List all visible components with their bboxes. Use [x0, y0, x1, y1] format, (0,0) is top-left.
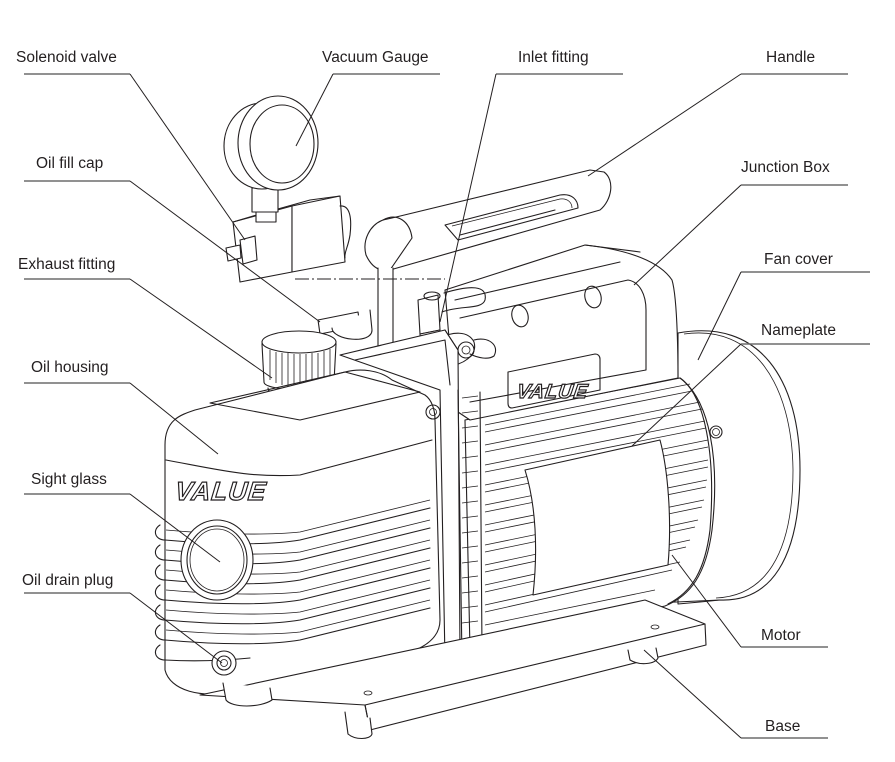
callout-oil-housing: Oil housing: [24, 359, 219, 455]
oil-drain-plug-part: [211, 650, 237, 676]
leader-line: [129, 493, 221, 563]
callout-label: Oil drain plug: [22, 572, 113, 589]
callout-sight-glass: Sight glass: [24, 471, 221, 563]
callout-motor: Motor: [671, 554, 828, 648]
callout-oil-fill-cap: Oil fill cap: [24, 155, 321, 323]
leader-line: [671, 554, 742, 648]
leader-line: [631, 343, 742, 447]
callout-inlet-fitting: Inlet fitting: [439, 49, 623, 323]
callout-label: Junction Box: [741, 159, 830, 176]
oil-housing-part: VALUE: [154, 369, 441, 695]
leader-line: [129, 592, 223, 664]
callout-oil-drain-plug: Oil drain plug: [22, 572, 223, 664]
callout-label: Fan cover: [764, 251, 833, 268]
callout-junction-box: Junction Box: [633, 159, 848, 286]
callout-label: Inlet fitting: [518, 49, 589, 66]
leader-line: [587, 73, 742, 177]
leader-line: [697, 271, 742, 361]
callout-base: Base: [643, 649, 828, 739]
brand-logo-junction-box: VALUE: [515, 381, 589, 403]
callout-label: Exhaust fitting: [18, 256, 115, 273]
pump-illustration: VALUE: [154, 95, 801, 740]
callout-label: Sight glass: [31, 471, 107, 488]
callout-vacuum-gauge: Vacuum Gauge: [295, 49, 440, 147]
leader-line: [295, 73, 334, 147]
callout-label: Nameplate: [761, 322, 836, 339]
junction-box-part: VALUE: [444, 244, 679, 421]
oil-fill-cap-part: [317, 309, 373, 340]
callout-label: Oil housing: [31, 359, 109, 376]
callout-label: Solenoid valve: [16, 49, 117, 66]
callout-handle: Handle: [587, 49, 848, 177]
motor-part: [464, 377, 723, 651]
leader-line: [633, 184, 742, 286]
callouts: Solenoid valve Vacuum Gauge Inlet fittin…: [16, 49, 870, 739]
leader-line: [129, 382, 219, 455]
callout-exhaust-fitting: Exhaust fitting: [18, 256, 273, 379]
base-part: [199, 599, 707, 740]
callout-label: Handle: [766, 49, 815, 66]
callout-fan-cover: Fan cover: [697, 251, 870, 361]
callout-label: Vacuum Gauge: [322, 49, 429, 66]
callout-label: Base: [765, 718, 800, 735]
callout-label: Oil fill cap: [36, 155, 103, 172]
nameplate-part: [524, 439, 671, 596]
callout-solenoid-valve: Solenoid valve: [16, 49, 246, 241]
leader-line: [129, 73, 246, 241]
leader-line: [129, 278, 273, 379]
leader-line: [439, 73, 497, 323]
callout-label: Motor: [761, 627, 801, 644]
brand-logo-oil-housing: VALUE: [174, 476, 269, 506]
solenoid-valve-part: [225, 187, 352, 283]
handle-part: [364, 169, 612, 363]
callout-nameplate: Nameplate: [631, 322, 870, 447]
leader-line: [129, 180, 321, 323]
vacuum-gauge-part: [223, 95, 319, 191]
leader-line: [643, 649, 742, 739]
